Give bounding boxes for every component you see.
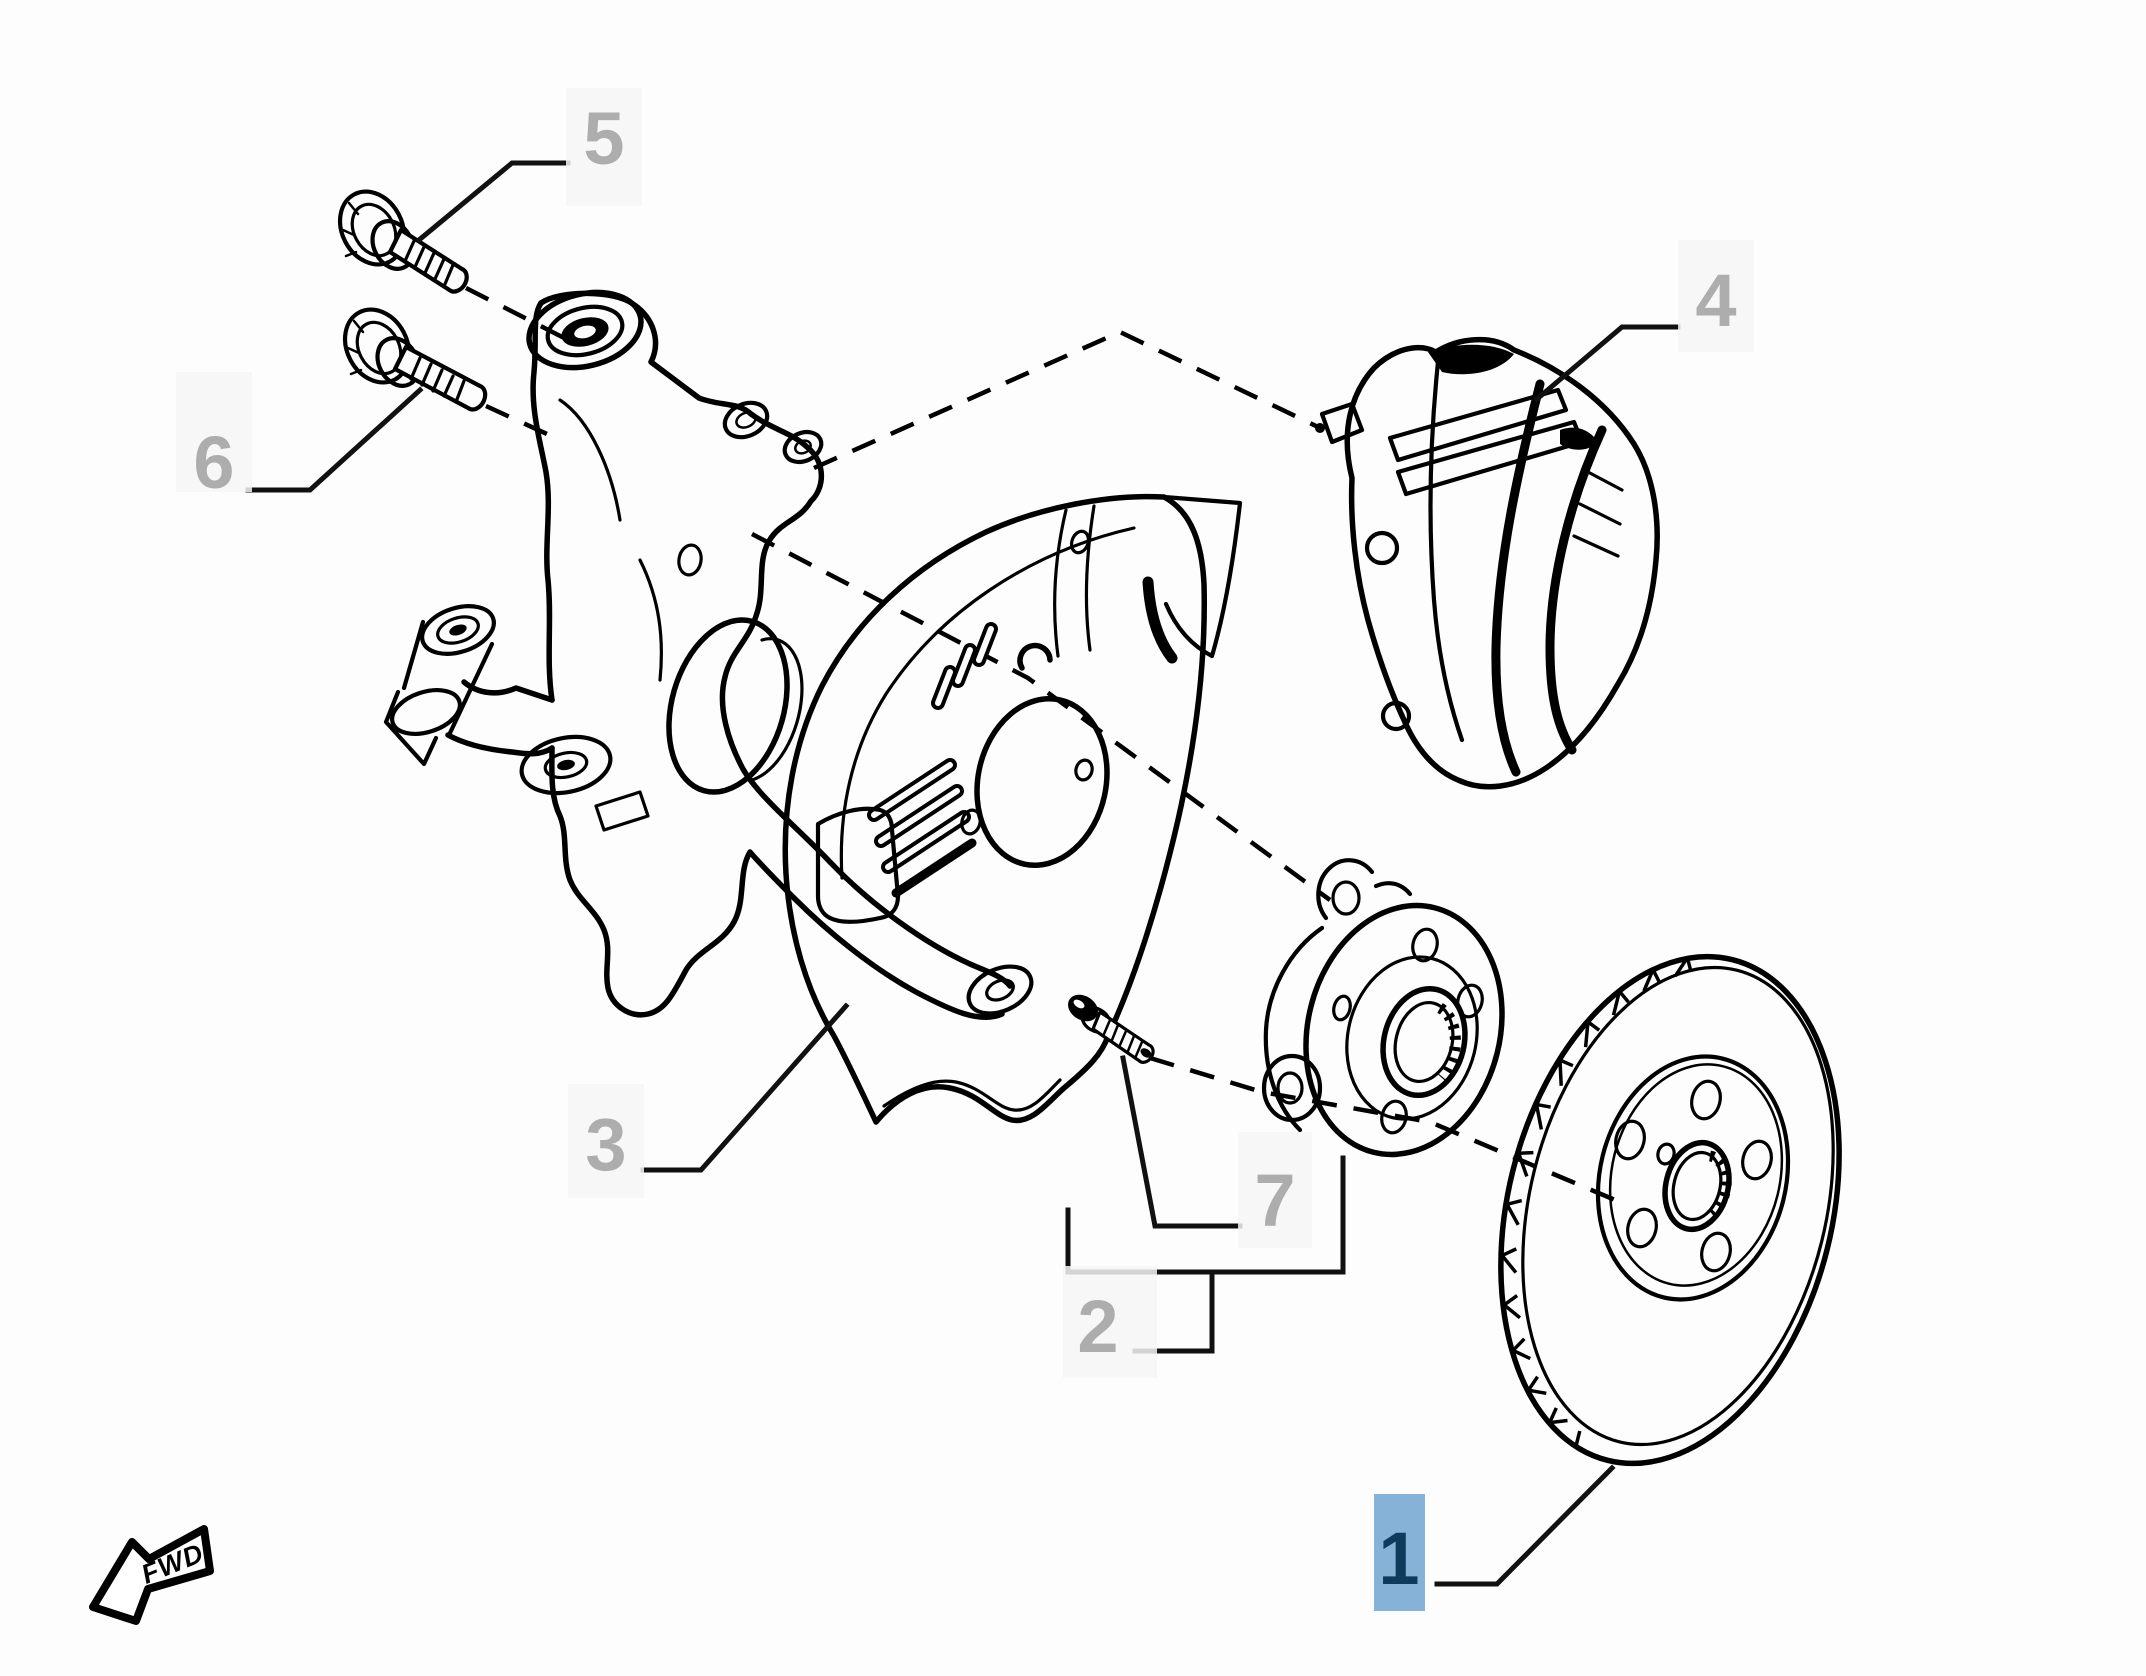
callout-2[interactable]: 2 <box>1063 1266 1157 1378</box>
callout-1-highlight-box[interactable] <box>1374 1494 1425 1611</box>
callout-6-number: 6 <box>193 421 234 504</box>
part-brake-caliper <box>1315 337 1660 790</box>
part-steering-knuckle <box>383 289 1034 1021</box>
callout-2-number: 2 <box>1077 1285 1118 1368</box>
part-hub-bearing <box>1261 858 1505 1158</box>
disc-vent-hatching <box>1501 957 1693 1446</box>
callout-leader-lines <box>245 160 1681 1587</box>
callout-1-number: 1 <box>1378 1517 1419 1600</box>
part-bolt-upper <box>337 189 469 294</box>
shield-vent-slats <box>867 758 977 898</box>
callout-4-number: 4 <box>1695 259 1736 342</box>
callout-3-number: 3 <box>585 1103 626 1186</box>
part-hub-bolt <box>1068 994 1155 1064</box>
part-splash-shield <box>782 493 1243 1125</box>
callout-7-number: 7 <box>1254 1159 1295 1242</box>
fwd-arrow-shape <box>89 1525 214 1625</box>
part-brake-disc <box>1498 953 1842 1467</box>
fwd-arrow: FWD <box>89 1525 214 1625</box>
callout-4[interactable]: 4 <box>1678 240 1754 352</box>
callout-6[interactable]: 6 <box>176 372 252 504</box>
part-bolt-lower <box>342 307 488 412</box>
callout-5-number: 5 <box>583 97 624 180</box>
assembly-axis-guides <box>464 285 1628 1208</box>
callout-3[interactable]: 3 <box>568 1084 644 1198</box>
callout-5[interactable]: 5 <box>566 88 642 206</box>
shield-louvre-slots <box>931 622 998 710</box>
callout-1-highlighted[interactable]: 1 <box>1374 1494 1425 1611</box>
callout-7[interactable]: 7 <box>1238 1132 1312 1248</box>
